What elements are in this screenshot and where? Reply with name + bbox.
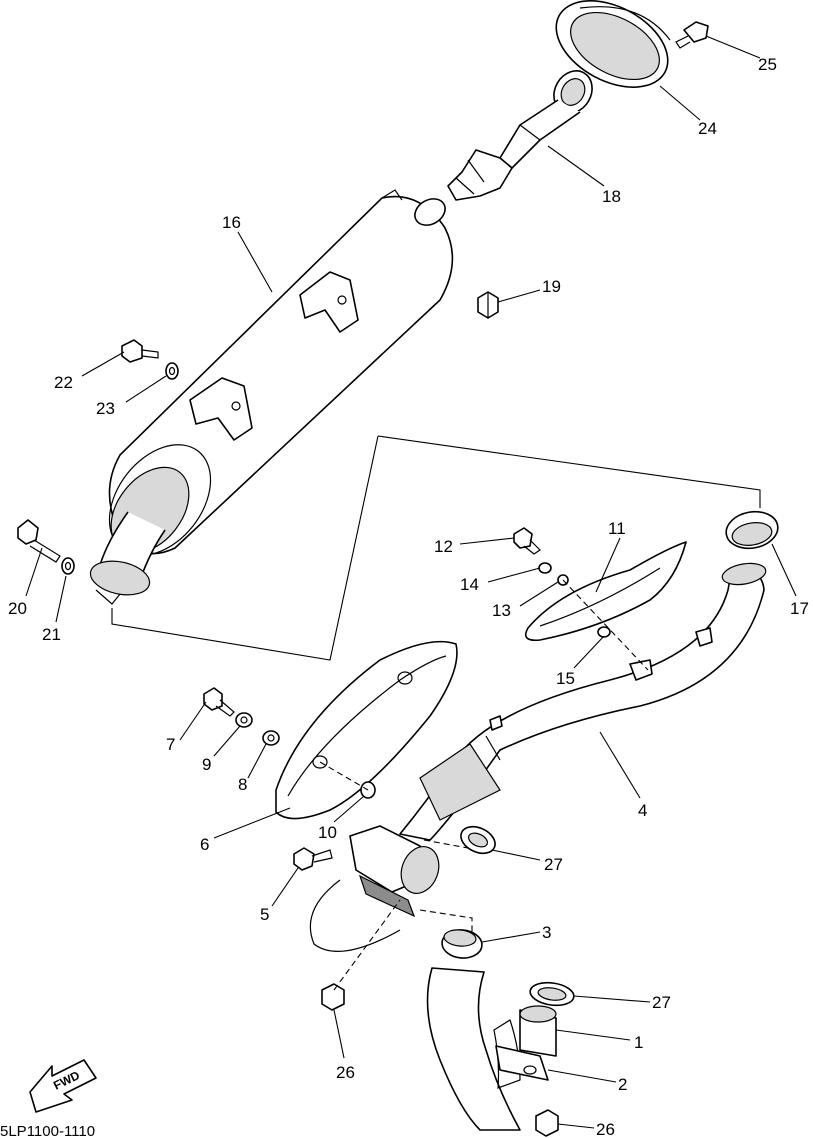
part-16-muffler xyxy=(89,189,454,605)
callout-24: 24 xyxy=(698,119,717,138)
callout-5: 5 xyxy=(260,905,269,924)
part-14-washer xyxy=(538,562,552,574)
part-9-washer xyxy=(235,712,253,728)
part-15-washer xyxy=(597,626,611,638)
part-27-gasket-lower xyxy=(529,981,575,1007)
callout-21: 21 xyxy=(42,625,61,644)
callout-19: 19 xyxy=(542,277,561,296)
part-21-washer xyxy=(61,557,75,575)
part-4-rear-pipe xyxy=(309,562,767,952)
dashed-line-26 xyxy=(333,899,401,991)
callout-9: 9 xyxy=(202,755,211,774)
fwd-arrow-icon: FWD xyxy=(29,1059,97,1113)
drawing-code: 5LP1100-1110 xyxy=(0,1123,95,1138)
part-23-washer xyxy=(165,362,179,380)
part-26-nut-lower xyxy=(535,1109,559,1137)
part-7-bolt xyxy=(203,687,235,717)
callout-4: 4 xyxy=(638,801,647,820)
callout-22: 22 xyxy=(54,373,73,392)
callout-12: 12 xyxy=(434,537,453,556)
part-6-heat-protector xyxy=(275,640,458,820)
callout-16: 16 xyxy=(222,213,241,232)
part-11-heat-protector xyxy=(524,541,687,642)
part-26-nut-upper xyxy=(321,983,345,1011)
part-24-end-cap xyxy=(555,0,671,88)
part-3-gasket xyxy=(441,929,483,959)
callout-27-lower: 27 xyxy=(652,993,671,1012)
callout-25: 25 xyxy=(758,55,777,74)
callout-18: 18 xyxy=(602,187,621,206)
callout-23: 23 xyxy=(96,399,115,418)
callout-2: 2 xyxy=(618,1075,627,1094)
callout-20: 20 xyxy=(8,599,27,618)
callout-3: 3 xyxy=(542,923,551,942)
callout-14: 14 xyxy=(460,575,479,594)
part-1-front-pipe xyxy=(426,967,557,1131)
part-8-grommet xyxy=(262,730,280,746)
assembly-line-left xyxy=(111,435,379,661)
part-19-bolt xyxy=(477,291,499,319)
dashed-line-3 xyxy=(419,909,473,934)
part-27-gasket-upper xyxy=(460,825,496,855)
callout-15: 15 xyxy=(556,669,575,688)
dashed-line-11 xyxy=(562,579,649,671)
part-25-bolt xyxy=(675,21,709,49)
callout-11: 11 xyxy=(608,519,626,538)
callout-labels: 25 24 18 19 16 22 23 20 21 12 11 14 13 1… xyxy=(8,55,809,1138)
callout-26-lower: 26 xyxy=(596,1120,615,1138)
part-17-gasket xyxy=(725,510,779,550)
part-2-flange xyxy=(495,1045,549,1081)
callout-26-upper: 26 xyxy=(336,1063,355,1082)
callout-27-upper: 27 xyxy=(544,855,563,874)
part-18-inner-pipe xyxy=(447,70,593,201)
part-5-bolt xyxy=(293,847,333,871)
dashed-line-27 xyxy=(423,839,469,849)
leader-lines xyxy=(25,35,797,1129)
part-22-bolt xyxy=(121,339,159,363)
callout-10: 10 xyxy=(318,823,337,842)
assembly-line-right xyxy=(377,435,761,508)
callout-6: 6 xyxy=(200,835,209,854)
callout-7: 7 xyxy=(166,735,175,754)
part-12-screw xyxy=(513,527,541,555)
callout-1: 1 xyxy=(634,1033,643,1052)
callout-8: 8 xyxy=(238,775,247,794)
callout-17: 17 xyxy=(790,599,809,618)
part-20-bolt xyxy=(17,519,61,563)
callout-13: 13 xyxy=(492,601,511,620)
